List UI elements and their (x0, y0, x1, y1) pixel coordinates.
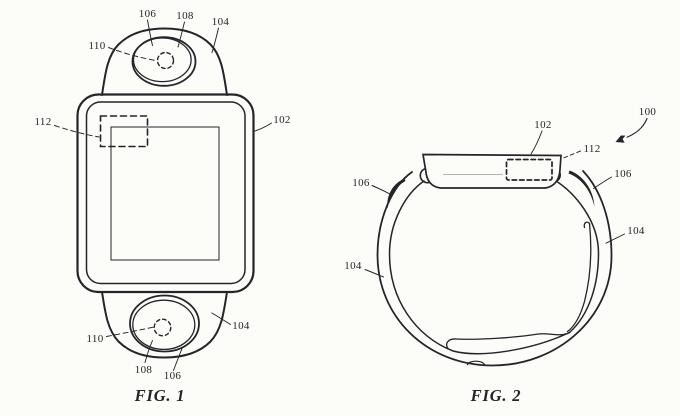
ref-label-102-device-body: 102 (273, 114, 291, 126)
fig2-clasp-pin-bump (466, 360, 486, 366)
fig1-lower-hidden-feature-dashed-circle (153, 318, 172, 337)
fig1-upper-hidden-feature-dashed-circle (156, 51, 175, 70)
fig1-upper-button-outer-ring (131, 36, 197, 87)
ref-label-104-lower-band: 104 (232, 320, 250, 332)
ref-label-110-lower-hidden: 110 (86, 332, 104, 345)
fig1-upper-button-inner-ring (132, 37, 192, 83)
fig1-leader-106-upper (147, 19, 153, 46)
ref-label-112-side-hidden: 112 (583, 143, 601, 155)
fig2-leader-104-right (605, 233, 625, 244)
fig1-leader-108-upper (177, 21, 185, 48)
fig2-band-inner-edge-right (555, 180, 600, 334)
fig1-lower-band-lug-outline (101, 291, 228, 359)
fig2-leader-112-dashed (562, 150, 581, 159)
ref-label-106-left-lug: 106 (352, 176, 370, 189)
fig1-display-outline (110, 126, 220, 261)
fig2-right-lug-crescent (568, 170, 595, 207)
fig1-leader-104-upper (211, 27, 219, 53)
fig2-band-overlap-top-line (446, 331, 571, 350)
fig1-upper-band-lug-outline (101, 27, 228, 96)
fig1-leader-112-dashed (54, 125, 100, 138)
fig2-band-free-end-edge (566, 221, 592, 333)
fig2-leader-102 (530, 130, 543, 155)
ref-label-112-hidden-component: 112 (34, 116, 52, 128)
fig2-caption: FIG. 2 (470, 385, 522, 405)
fig1-device-body-outline (76, 93, 255, 294)
ref-label-100-assembly: 100 (638, 106, 657, 118)
fig1-leader-110-lower-dashed (106, 326, 155, 337)
fig2-leader-106-left (371, 185, 390, 195)
ref-label-106-right-lug: 106 (614, 168, 632, 180)
fig1-caption: FIG. 1 (134, 385, 186, 405)
fig1-hidden-component-dashed-rect (99, 115, 149, 148)
fig1-lower-button-inner-ring (132, 299, 196, 351)
ref-label-104-right-band: 104 (627, 225, 645, 237)
fig1-leader-104-lower (211, 312, 231, 325)
fig2-leader-104-left (364, 269, 384, 278)
fig1-leader-106-lower (173, 347, 183, 371)
fig1-lower-button-outer-ring (129, 294, 200, 353)
ref-label-104-left-band: 104 (344, 260, 362, 272)
fig1-leader-102 (253, 122, 272, 132)
ref-label-108-upper-button: 108 (176, 9, 194, 22)
fig2-band-inner-edge-left (388, 180, 571, 355)
ref-label-106-upper-lug: 106 (138, 7, 157, 20)
ref-label-110-upper-hidden: 110 (88, 39, 106, 52)
fig1-front-view-drawing (54, 19, 272, 371)
ref-label-106-lower-lug: 106 (163, 370, 182, 382)
fig2-arrow-100-shaft (626, 117, 648, 138)
fig2-band-outer-edge (376, 170, 613, 367)
fig2-side-view-drawing (364, 117, 648, 367)
fig1-device-body-inner-edge (85, 101, 246, 285)
fig1-leader-108-lower (144, 340, 153, 363)
ref-label-102-case-side: 102 (534, 118, 552, 131)
fig1-leader-110-upper-dashed (108, 47, 156, 61)
fig2-arrow-100-head (615, 135, 626, 143)
ref-label-108-lower-button: 108 (134, 363, 153, 376)
fig2-hidden-component-dashed-rect (505, 158, 553, 181)
fig2-left-lug-crescent (387, 178, 406, 209)
ref-label-104-upper-band: 104 (211, 15, 230, 28)
fig2-leader-106-right (593, 176, 612, 189)
